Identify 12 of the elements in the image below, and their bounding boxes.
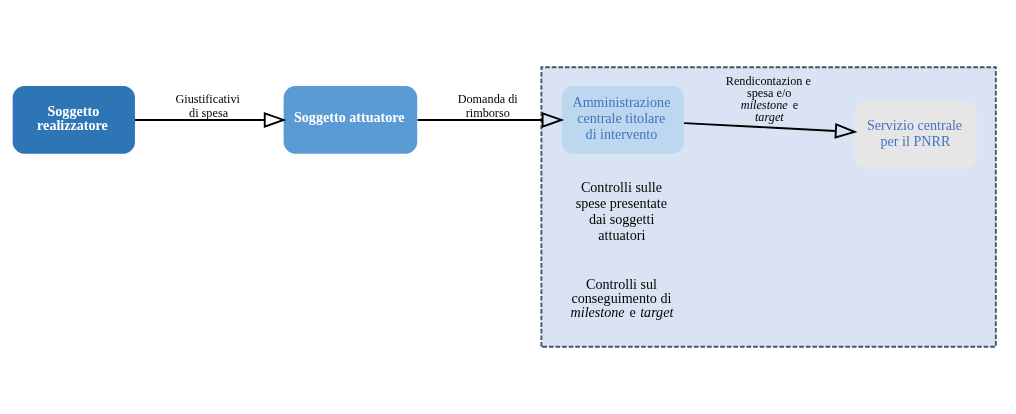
node-box: Amministrazione centrale titolare di intervento [561,86,684,154]
node-label: Controlli sul conseguimento di milestone e target [570,275,674,321]
edge-label: Giustificativi di spesa [175,92,240,120]
node-box: Soggetto attuatore [283,86,418,154]
edge-label: Domanda di rimborso [457,92,518,120]
arrow [416,112,565,128]
arrow [134,112,287,128]
node-label: Controlli sulle spese presentate dai soggetti attuatori [575,179,668,244]
arrow [683,122,858,139]
node-box: Servizio centrale per il PNRR [854,101,977,169]
node-box: Soggetto realizzatore [12,86,135,154]
edge-label: Rendicontazion e spesa e/o milestone e target [725,73,811,125]
